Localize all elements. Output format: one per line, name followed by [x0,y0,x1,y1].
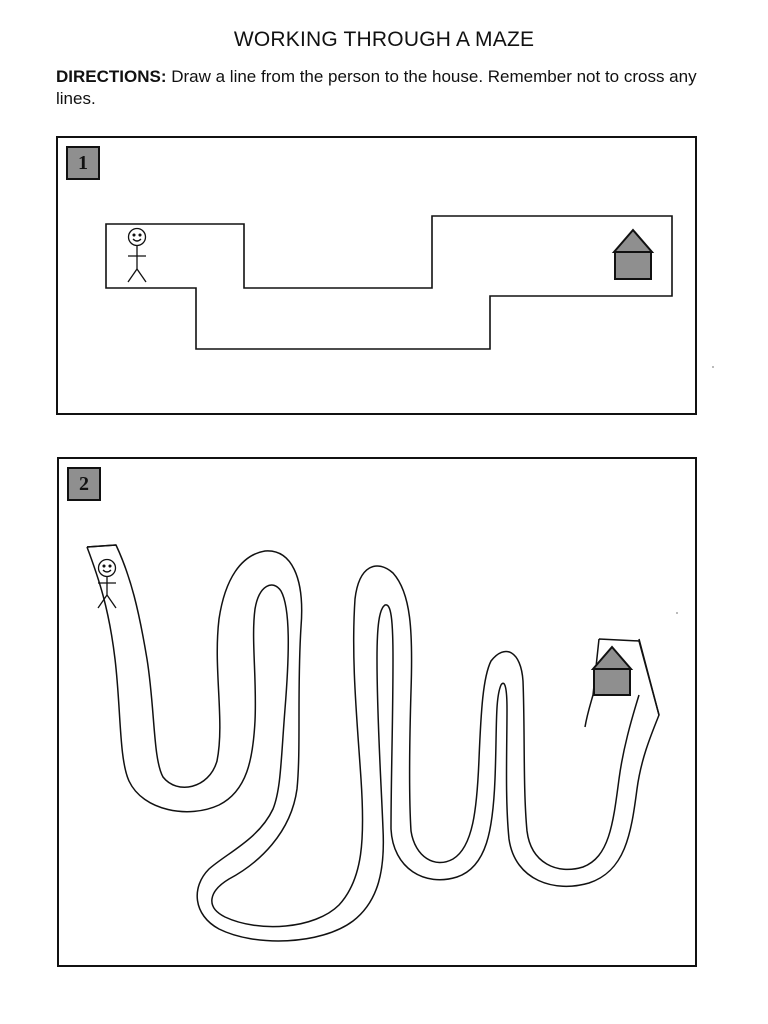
speck [676,612,678,614]
house-icon [590,645,634,696]
maze-2-start-cap [86,544,117,548]
stick-figure-icon [127,227,147,283]
page-title: WORKING THROUGH A MAZE [233,28,535,51]
maze-2-drawing [86,544,660,942]
house-icon [611,228,655,280]
maze-2-path-walls[interactable] [87,545,643,935]
maze-2-end-pocket [584,638,660,728]
maze-panel-1: 1 [56,136,697,415]
directions: DIRECTIONS: Draw a line from the person … [56,66,716,110]
maze-number-badge-1: 1 [66,146,100,180]
stick-figure-icon [97,558,117,609]
maze-1-path-walls[interactable] [105,215,673,350]
maze-2-outer-wall [86,544,640,928]
maze-1-drawing [105,215,673,350]
maze-panel-2: 2 [57,457,697,967]
speck [712,366,714,368]
maze-2-inner-wall [86,546,660,942]
directions-text: Draw a line from the person to the house… [56,67,697,108]
maze-number-badge-2: 2 [67,467,101,501]
directions-label: DIRECTIONS: [56,67,167,86]
